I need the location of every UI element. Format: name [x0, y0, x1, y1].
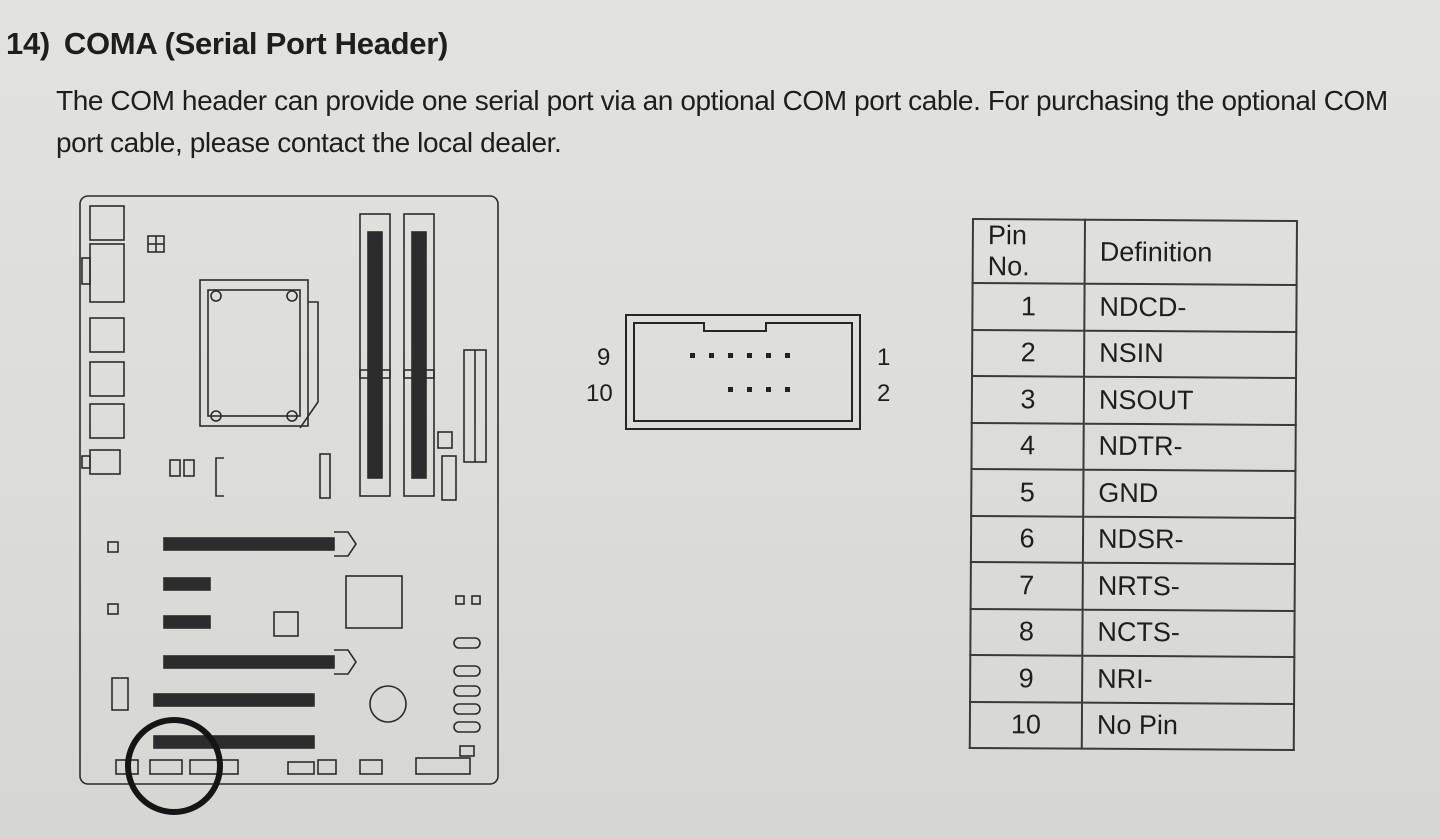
table-header-row: Pin No. Definition — [972, 219, 1297, 285]
pin-row-top — [690, 353, 790, 358]
pin-number: 4 — [971, 422, 1084, 470]
coma-location-highlight — [125, 717, 223, 815]
section-description: The COM header can provide one serial po… — [56, 85, 1388, 158]
pcie-slot — [163, 615, 211, 629]
pin-definition: NRTS- — [1082, 562, 1295, 611]
pin-number: 8 — [970, 608, 1083, 656]
pin-definition: No Pin — [1081, 702, 1295, 750]
pcie-slot — [163, 537, 335, 551]
pin-label-9: 9 — [597, 344, 611, 371]
dimm-slot — [359, 213, 391, 497]
pin-number: 5 — [971, 469, 1084, 517]
pin-label-1: 1 — [877, 344, 891, 371]
pcie-slot — [163, 577, 211, 591]
coma-header-diagram — [625, 314, 861, 430]
io-port — [81, 257, 91, 285]
chipset — [345, 575, 403, 629]
pin-definition: NDSR- — [1082, 516, 1296, 564]
pin-number: 1 — [972, 283, 1085, 331]
pci-slot — [153, 693, 315, 707]
pin-number: 6 — [970, 515, 1084, 563]
io-port — [89, 317, 125, 353]
motherboard-diagram — [79, 195, 499, 815]
dimm-slot — [403, 213, 435, 497]
pin-number: 10 — [969, 701, 1083, 749]
pin-definition: NSIN — [1084, 330, 1297, 378]
column-header-pin-no: Pin No. — [972, 219, 1085, 284]
pcie-slot — [163, 655, 335, 669]
board-outline — [79, 195, 499, 785]
pin-definition: NDCD- — [1084, 283, 1297, 332]
io-port — [89, 205, 125, 241]
pin-number: 7 — [970, 561, 1083, 610]
io-port — [89, 403, 125, 439]
sata-connector — [453, 637, 481, 649]
section-number: 14) — [6, 26, 50, 61]
pin-row-bottom — [728, 387, 790, 392]
cmos-battery — [369, 685, 407, 723]
pin-definition: NCTS- — [1082, 609, 1295, 657]
io-port — [81, 455, 91, 469]
section-heading: 14) COMA (Serial Port Header) — [6, 26, 448, 62]
column-header-definition: Definition — [1084, 219, 1297, 285]
pin-definition: NRI- — [1082, 655, 1295, 704]
sata-connector — [453, 721, 481, 733]
io-port — [89, 361, 125, 397]
io-port — [89, 243, 125, 303]
section-title: COMA (Serial Port Header) — [63, 26, 449, 61]
sata-connector — [453, 703, 481, 715]
pin-number: 3 — [971, 376, 1085, 424]
pci-slot — [153, 735, 315, 749]
sata-connector — [453, 665, 481, 677]
pin-label-10: 10 — [586, 380, 613, 407]
io-port — [89, 449, 121, 475]
pin-number: 9 — [970, 654, 1083, 703]
pin-label-2: 2 — [877, 380, 891, 407]
pin-number: 2 — [972, 329, 1085, 377]
pin-definition: NSOUT — [1083, 376, 1297, 425]
pin-definition: NDTR- — [1083, 423, 1296, 471]
cpu-socket — [199, 279, 309, 427]
pin-definition: GND — [1083, 469, 1296, 518]
sata-connector — [453, 685, 481, 697]
